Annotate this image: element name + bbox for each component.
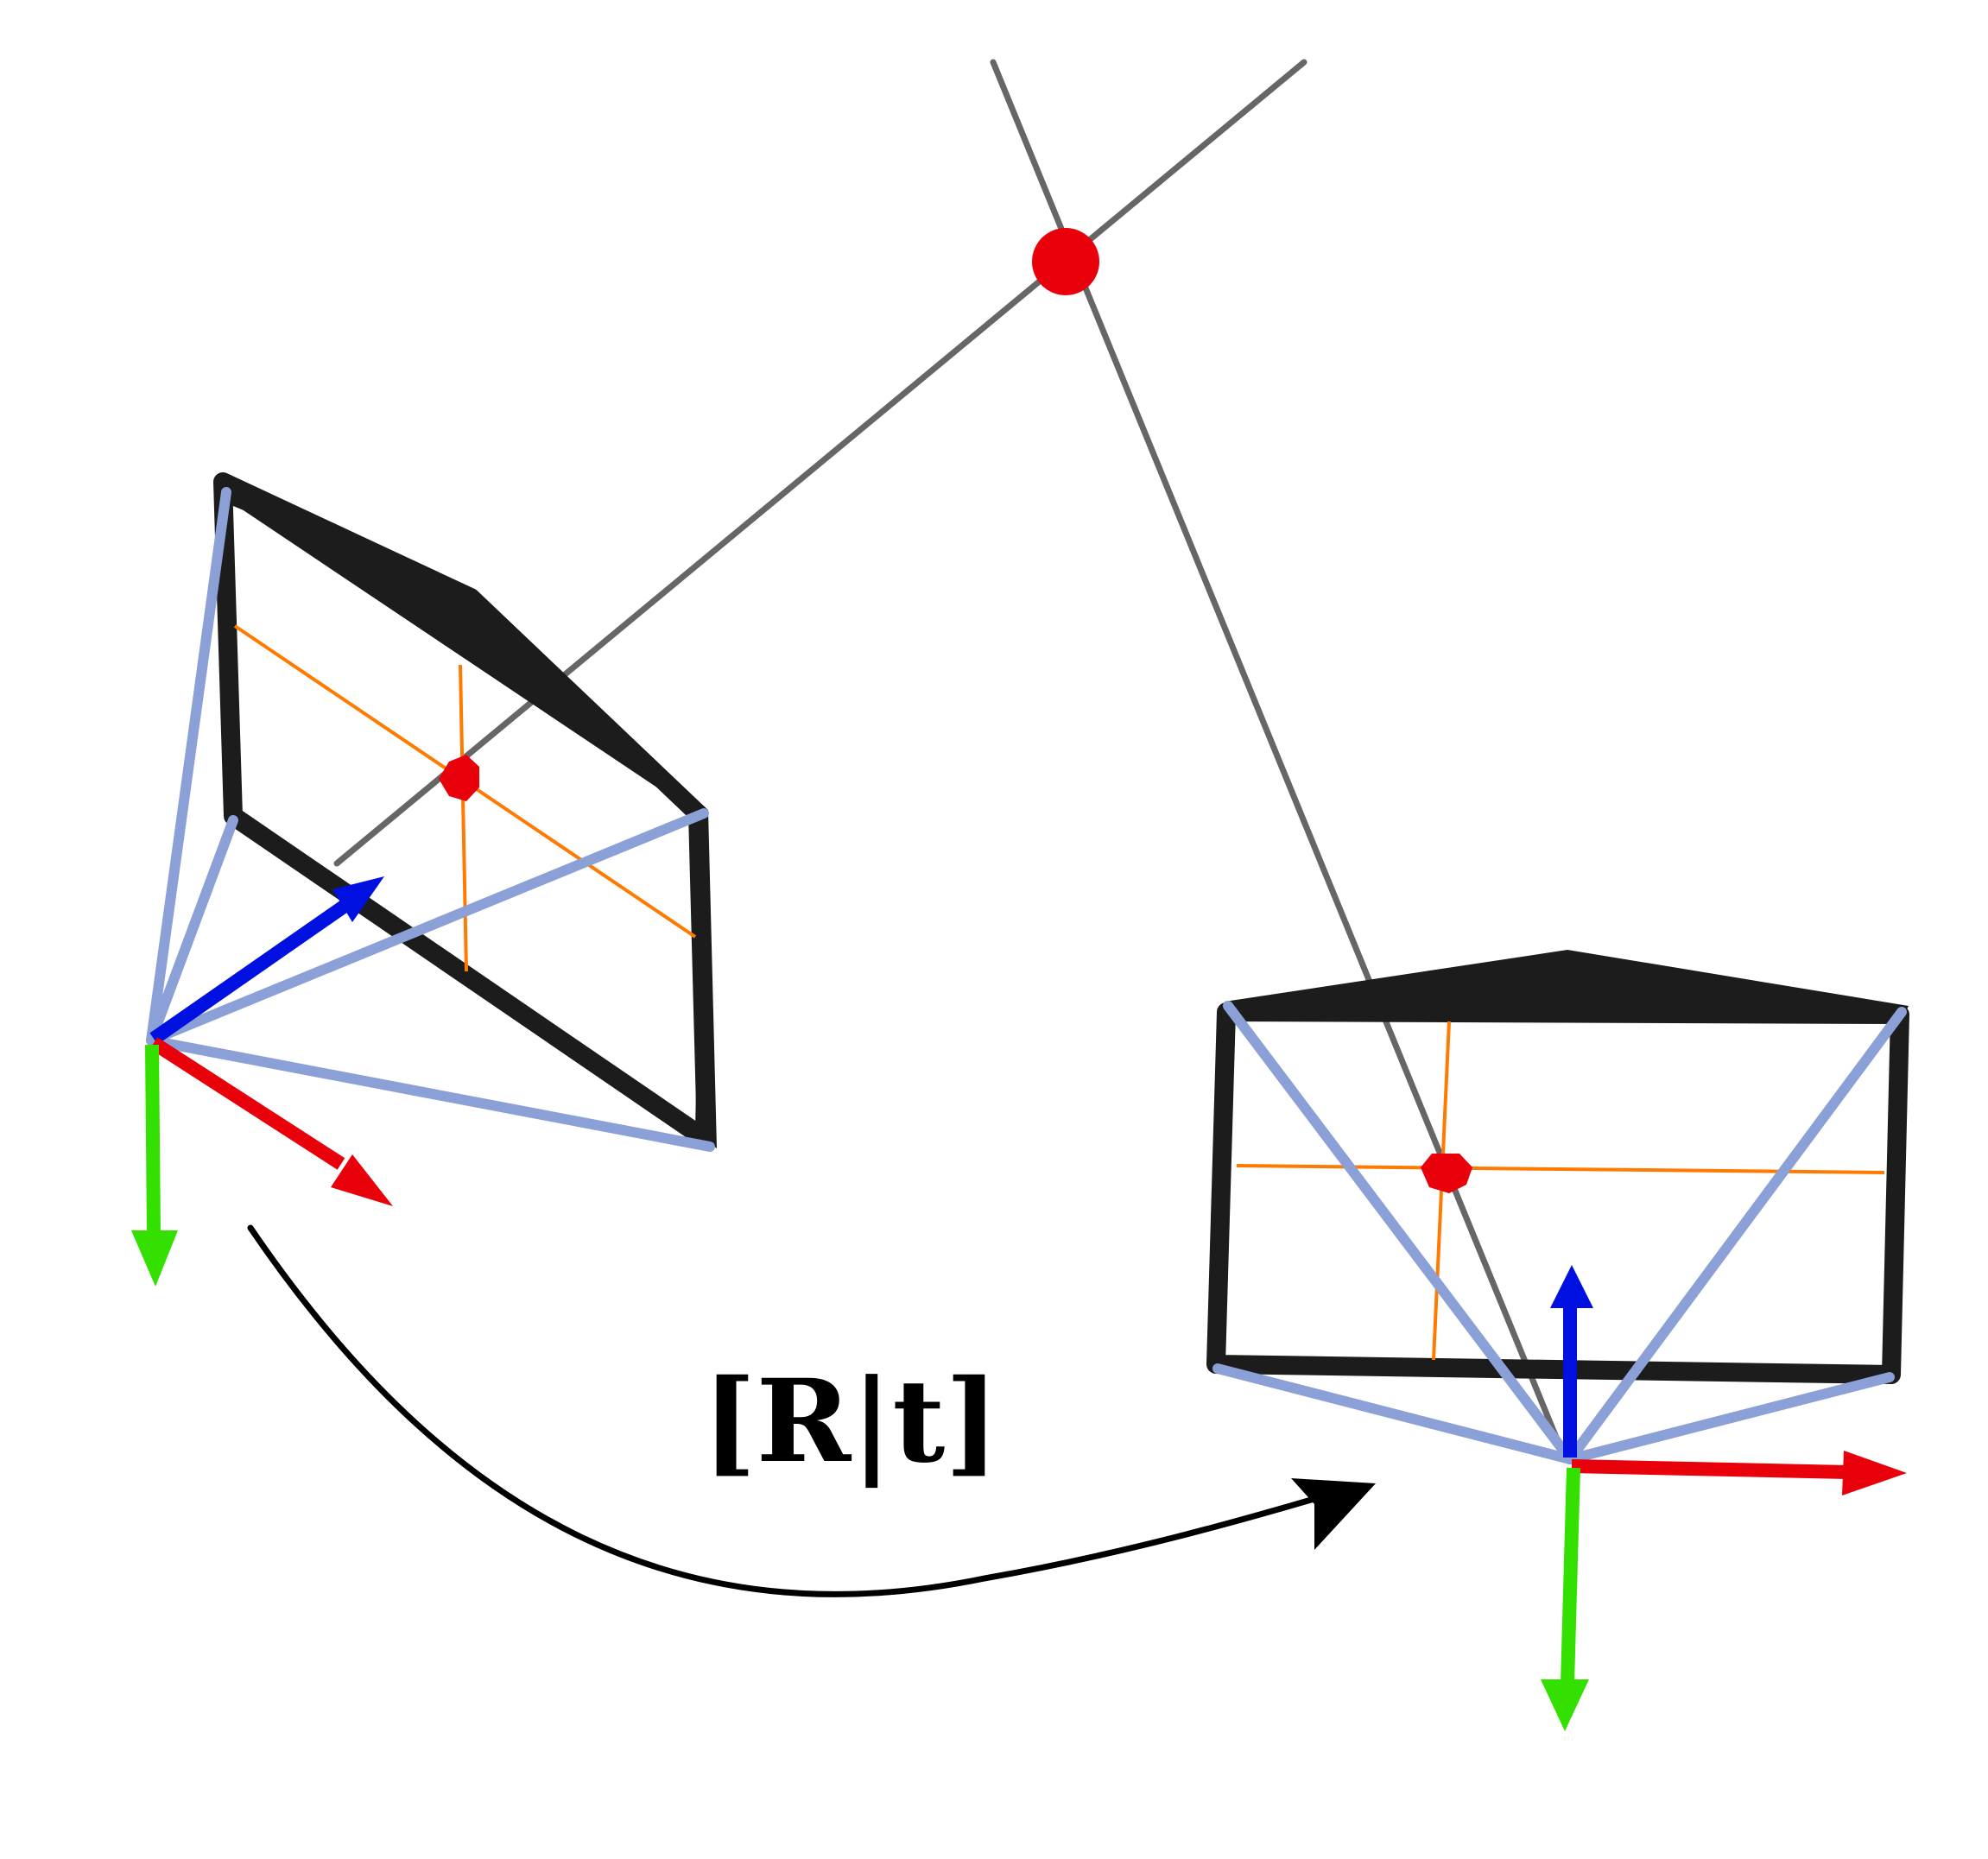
camera-right-z-arrowhead [1550,1265,1593,1308]
transform-label: [R|t] [702,1355,999,1489]
camera-right-y-arrowhead [1541,1679,1589,1731]
camera-right-principal-axes [1236,1021,1885,1361]
camera-left-image-point [439,755,479,801]
camera-left-y-arrowhead [131,1230,178,1287]
camera-right-frustum-edges [1212,1001,1907,1464]
camera-right-axes [1541,1265,1907,1731]
camera-right-image-point [1421,1154,1472,1193]
camera-right-y-axis [1561,1467,1580,1685]
camera-left-x-arrowhead [331,1154,393,1206]
world-point [1032,228,1099,295]
curved-arrow-icon [247,1224,1376,1597]
ray-left [333,59,1307,867]
camera-left-x-axis [149,1037,345,1170]
ray-right [990,59,1562,1447]
camera-left [131,472,717,1287]
camera-right-x-arrowhead [1842,1451,1907,1495]
camera-left-image-frame [213,472,717,1149]
camera-right-x-axis [1571,1459,1849,1479]
camera-left-z-arrowhead [332,876,384,922]
camera-left-frustum-edges [146,487,715,1152]
camera-right [1206,950,1909,1731]
camera-left-z-axis [149,896,354,1045]
camera-left-axes [131,876,393,1287]
camera-right-image-frame [1206,950,1909,1384]
camera-left-y-axis [145,1044,161,1236]
